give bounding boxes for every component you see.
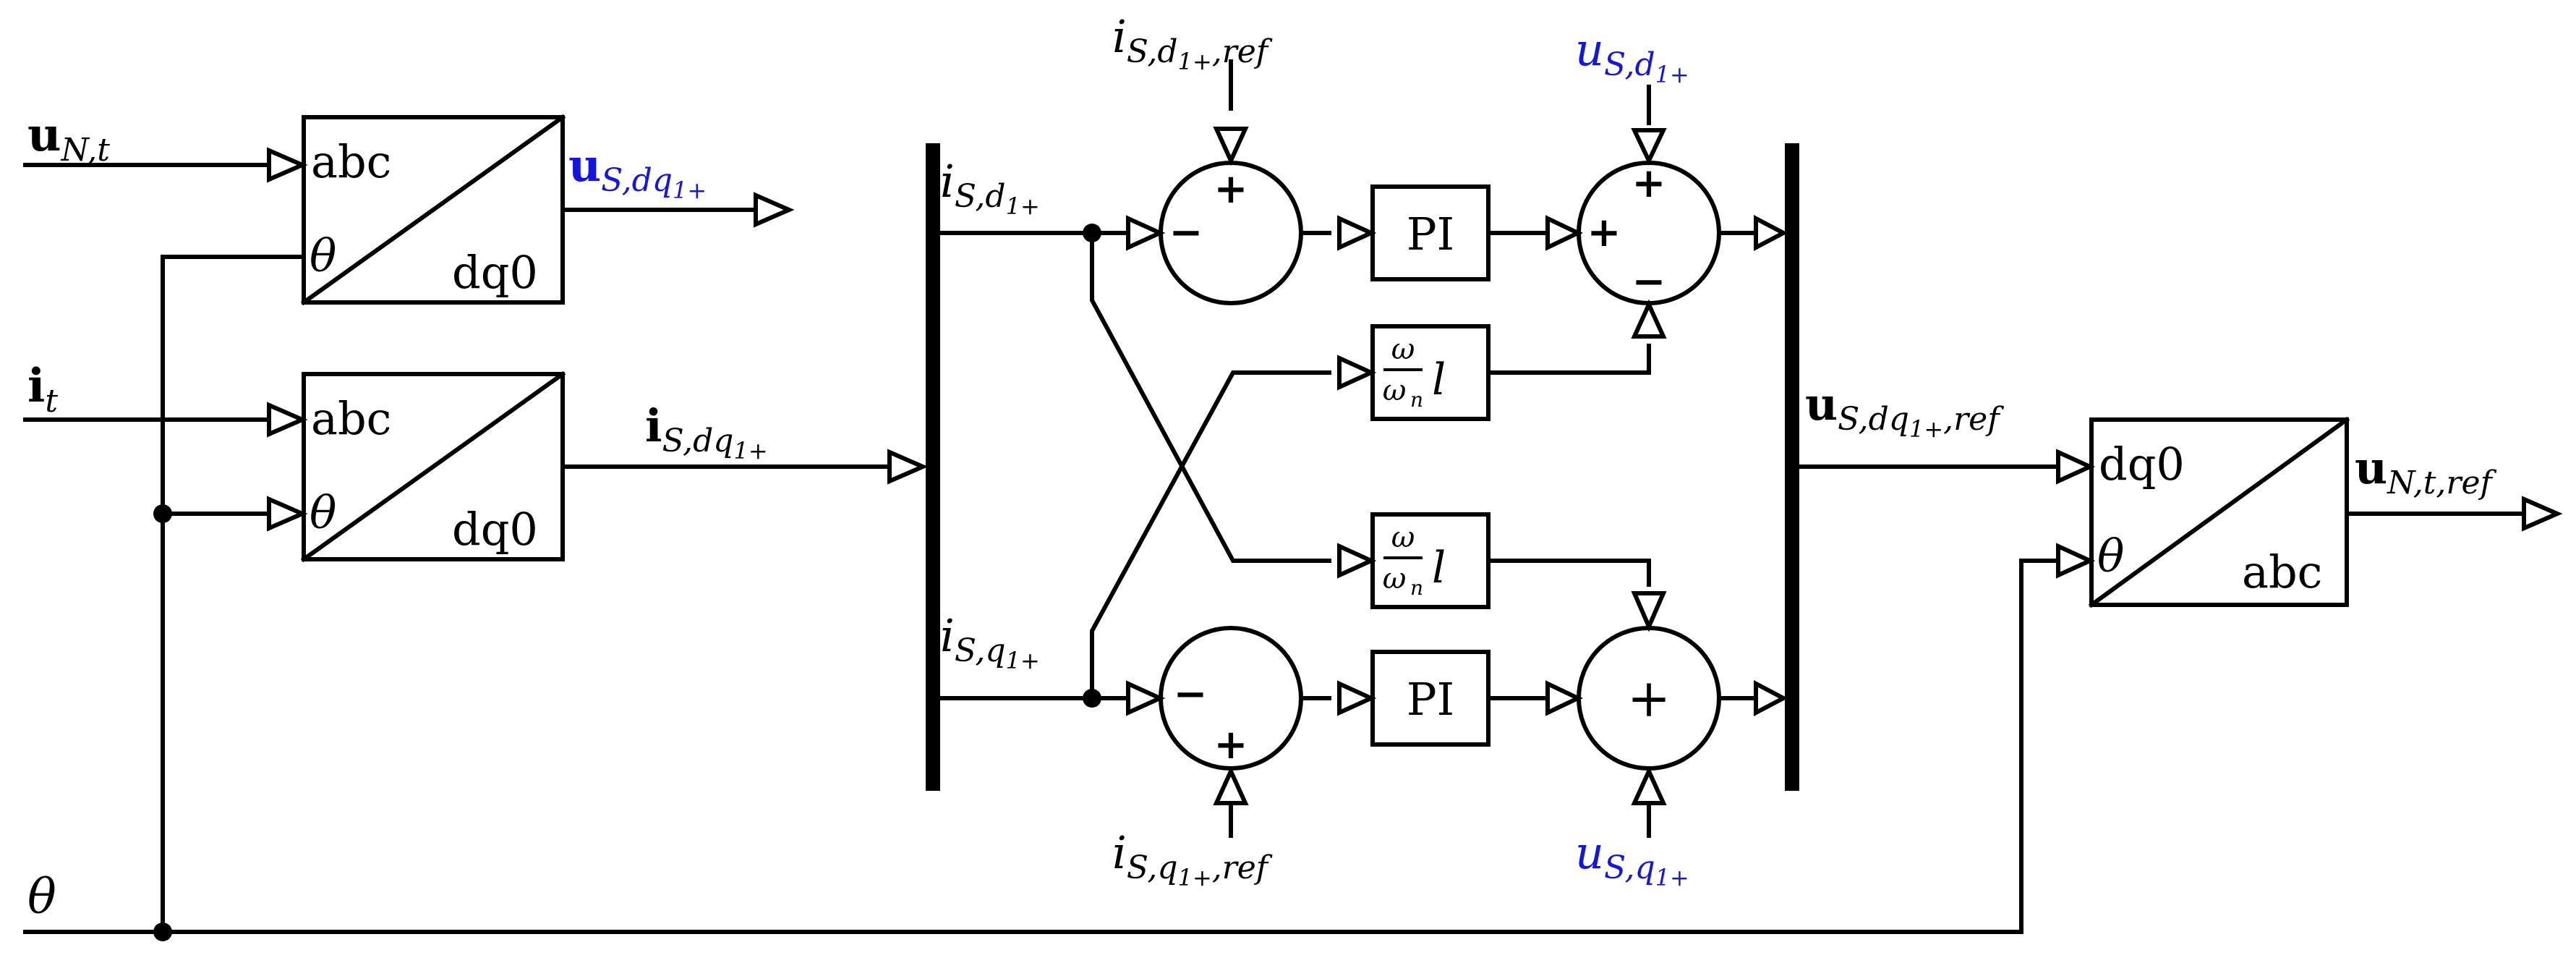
pi-d-label: PI <box>1407 208 1454 260</box>
gain-upper-num: ω <box>1391 333 1415 366</box>
wire-cross-q-to-gain-upper <box>1090 370 1331 700</box>
wire-cross-d-to-gain-lower <box>1090 231 1331 563</box>
arrow-right <box>2522 496 2563 532</box>
wire-gain-upper-to-sum-d <box>1486 344 1651 375</box>
arrow-right <box>267 402 308 438</box>
label-i-t: it <box>27 359 58 420</box>
label-u-nt-ref: uN,t,ref <box>2355 441 2496 501</box>
arrow-right <box>2056 543 2096 579</box>
arrow-right <box>1337 355 1377 391</box>
wires <box>23 59 2526 934</box>
demux-bar <box>926 143 940 791</box>
sum-q-error-sign-bottom: + <box>1214 721 1248 768</box>
arrow-right <box>1337 680 1377 716</box>
arrowheads <box>267 127 2563 805</box>
arrow-right <box>1126 215 1166 251</box>
label-theta: θ <box>27 869 56 925</box>
transform1-label-dq0: dq0 <box>452 246 538 299</box>
junction-dot <box>153 922 172 941</box>
arrow-down <box>1213 127 1249 166</box>
transform3-label-abc: abc <box>2242 546 2322 598</box>
gain-upper-block: ω ω n l <box>1370 324 1490 421</box>
junctions <box>153 224 1101 941</box>
label-u-sd: uS,d1+ <box>1575 23 1689 88</box>
transform2-label-theta: θ <box>310 486 336 539</box>
sum-d-out-sign-bottom: − <box>1632 258 1666 305</box>
label-u-nt: uN,t <box>27 108 110 169</box>
arrow-right <box>1754 215 1788 251</box>
arrow-right <box>2056 449 2096 485</box>
junction-dot <box>1083 689 1101 708</box>
wire-gain-lower-to-sum-q <box>1486 559 1651 587</box>
label-u-sq: uS,q1+ <box>1575 826 1689 891</box>
label-i-sd-ref: iS,d1+,ref <box>1112 10 1273 75</box>
sum-d-error-sign-top: + <box>1214 165 1248 213</box>
label-i-sd: iS,d1+ <box>940 155 1040 220</box>
transform3-block: dq0 θ abc <box>2088 416 2350 608</box>
junction-dot <box>1083 224 1101 242</box>
arrow-up <box>1631 765 1667 805</box>
arrow-right <box>887 449 929 485</box>
sum-d-out-sign-top: + <box>1632 159 1666 207</box>
transform1-label-theta: θ <box>310 229 336 282</box>
label-i-sq: iS,q1+ <box>940 609 1040 674</box>
gain-upper-factor: l <box>1432 355 1446 405</box>
arrow-right <box>267 147 308 183</box>
sum-q-out-sign-center: + <box>1627 668 1671 729</box>
sum-q-out: + <box>1577 626 1721 771</box>
arrow-right <box>1337 543 1377 579</box>
gain-lower-factor: l <box>1432 543 1446 593</box>
arrow-up <box>1213 765 1249 805</box>
gain-lower-den-sub: n <box>1410 576 1423 600</box>
label-i-sdq: iS,dq1+ <box>645 399 768 464</box>
wire-theta-bus <box>23 559 2079 934</box>
gain-upper-den-sub: n <box>1410 388 1423 412</box>
mux-bar <box>1785 143 1799 791</box>
junction-dot <box>153 504 172 523</box>
sum-d-error-sign-left: − <box>1169 208 1203 256</box>
arrow-right <box>1545 215 1583 251</box>
pi-q-block: PI <box>1370 650 1490 747</box>
sum-q-error: + − <box>1159 626 1303 771</box>
wire-theta-trunk <box>161 255 306 934</box>
transform2-label-dq0: dq0 <box>452 503 538 556</box>
arrow-down <box>1631 591 1667 632</box>
arrow-right <box>754 192 795 228</box>
arrow-right <box>1545 680 1583 716</box>
pi-q-label: PI <box>1407 673 1454 726</box>
label-u-sdq-ref: uS,dq1+,ref <box>1805 378 2004 443</box>
sum-d-out-sign-left: + <box>1587 208 1621 256</box>
transform1-block: abc θ dq0 <box>300 114 566 306</box>
gain-lower-num: ω <box>1391 521 1415 554</box>
sum-d-out: + + − <box>1577 159 1721 305</box>
gain-lower-block: ω ω n l <box>1370 512 1490 609</box>
sum-d-error: + − <box>1159 161 1303 305</box>
arrow-up <box>1631 299 1667 339</box>
label-i-sq-ref: iS,q1+,ref <box>1112 826 1273 891</box>
pi-d-block: PI <box>1370 184 1490 281</box>
transform2-block: abc θ dq0 <box>300 370 566 563</box>
gain-lower-den: ω <box>1383 562 1407 595</box>
label-u-sdq: uS,dq1+ <box>568 139 707 204</box>
transform3-label-dq0: dq0 <box>2099 438 2185 491</box>
arrow-down <box>1631 128 1667 166</box>
arrow-right <box>1126 680 1166 716</box>
arrow-right <box>1754 680 1788 716</box>
arrow-right <box>267 496 308 532</box>
sum-q-error-sign-left: − <box>1174 670 1208 718</box>
arrow-right <box>1337 215 1377 251</box>
transform2-label-abc: abc <box>311 392 391 445</box>
gain-upper-den: ω <box>1383 374 1407 407</box>
transform3-label-theta: θ <box>2097 530 2124 582</box>
transform1-label-abc: abc <box>311 135 391 188</box>
